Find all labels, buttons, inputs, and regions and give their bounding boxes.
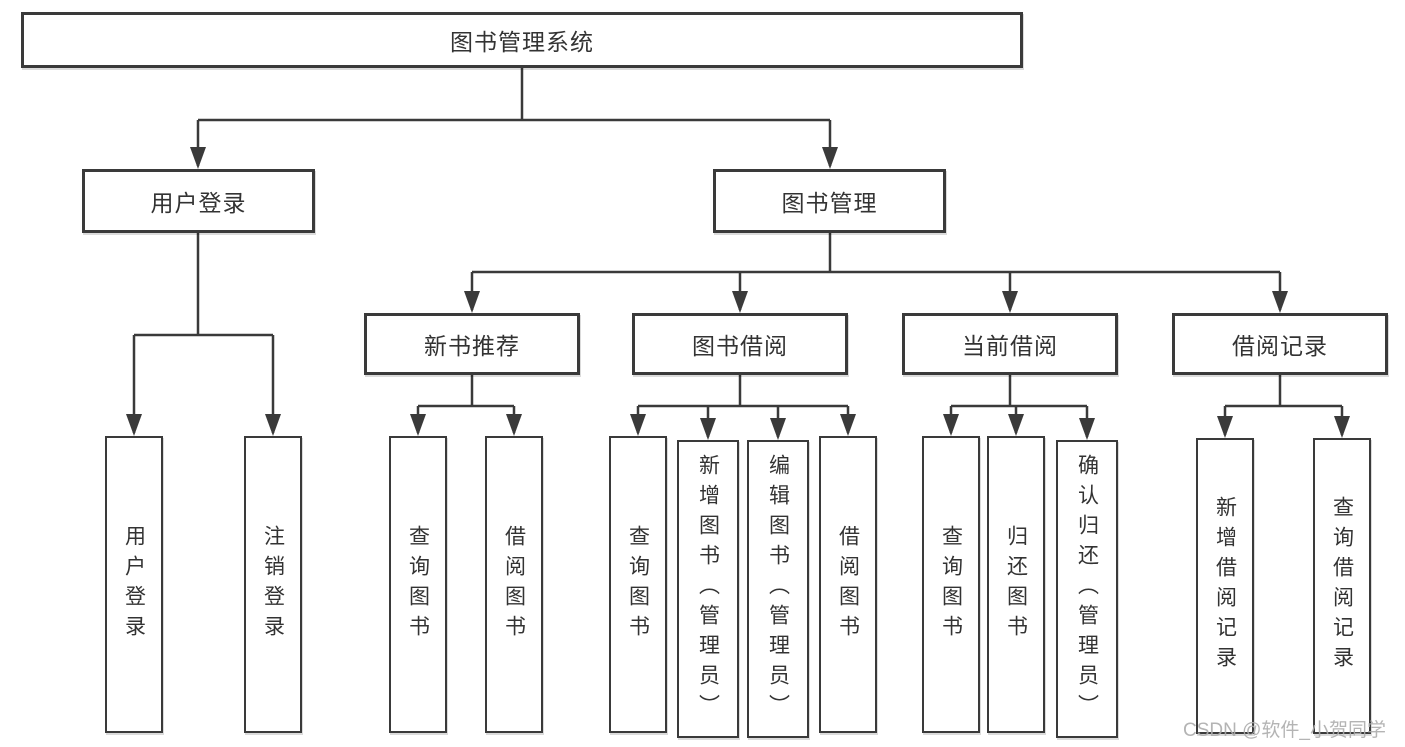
leaf-query-borrow-record-label: 查询借阅记录	[1330, 496, 1354, 676]
arrow-down-icon	[770, 418, 786, 440]
node-borrowing-records: 借阅记录	[1172, 313, 1388, 375]
leaf-add-borrow-record: 新增借阅记录	[1196, 438, 1254, 734]
node-new-book-recommendation-label: 新书推荐	[424, 333, 520, 359]
node-book-borrowing: 图书借阅	[632, 313, 848, 375]
leaf-add-book-admin-label: 新增图书（管理员）	[696, 454, 720, 724]
arrow-down-icon	[190, 147, 206, 169]
connector-book-borrowing	[636, 375, 850, 437]
leaf-logout-label: 注销登录	[261, 524, 285, 645]
arrow-down-icon	[822, 147, 838, 169]
arrow-down-icon	[700, 418, 716, 440]
connector-user-login	[132, 233, 275, 433]
arrow-down-icon	[1272, 291, 1288, 313]
node-current-borrowing: 当前借阅	[902, 313, 1118, 375]
arrow-down-icon	[1079, 418, 1095, 440]
node-book-borrowing-label: 图书借阅	[692, 333, 788, 359]
node-root: 图书管理系统	[21, 12, 1023, 68]
node-user-login: 用户登录	[82, 169, 315, 233]
leaf-query-books-recommend-label: 查询图书	[406, 524, 430, 645]
node-book-management-label: 图书管理	[781, 190, 878, 216]
leaf-borrow-books-borrowing-label: 借阅图书	[836, 524, 860, 645]
connector-root	[196, 68, 832, 166]
leaf-return-book-label: 归还图书	[1004, 524, 1028, 645]
connector-borrowing-records	[1223, 375, 1344, 435]
arrow-down-icon	[943, 414, 959, 436]
connector-new-book-recommendation	[416, 375, 516, 433]
leaf-confirm-return-admin: 确认归还（管理员）	[1056, 440, 1118, 738]
node-root-label: 图书管理系统	[450, 29, 594, 55]
leaf-query-books-borrowing-label: 查询图书	[626, 524, 650, 645]
leaf-query-borrow-record: 查询借阅记录	[1313, 438, 1371, 734]
csdn-watermark: CSDN @软件_小贺同学	[1183, 720, 1386, 741]
node-book-management: 图书管理	[713, 169, 946, 233]
leaf-confirm-return-admin-label: 确认归还（管理员）	[1075, 454, 1099, 724]
leaf-edit-book-admin: 编辑图书（管理员）	[747, 440, 809, 738]
arrow-down-icon	[126, 414, 142, 436]
node-current-borrowing-label: 当前借阅	[962, 333, 1058, 359]
leaf-borrow-books-recommend: 借阅图书	[485, 436, 543, 733]
leaf-edit-book-admin-label: 编辑图书（管理员）	[766, 454, 790, 724]
node-new-book-recommendation: 新书推荐	[364, 313, 580, 375]
leaf-logout: 注销登录	[244, 436, 302, 733]
leaf-add-borrow-record-label: 新增借阅记录	[1213, 496, 1237, 676]
node-user-login-label: 用户登录	[150, 190, 247, 216]
arrow-down-icon	[1008, 414, 1024, 436]
arrow-down-icon	[1217, 416, 1233, 438]
arrow-down-icon	[1002, 291, 1018, 313]
arrow-down-icon	[464, 291, 480, 313]
arrow-down-icon	[732, 291, 748, 313]
arrow-down-icon	[1334, 416, 1350, 438]
leaf-return-book: 归还图书	[987, 436, 1045, 733]
leaf-query-books-current: 查询图书	[922, 436, 980, 733]
node-borrowing-records-label: 借阅记录	[1232, 333, 1328, 359]
leaf-add-book-admin: 新增图书（管理员）	[677, 440, 739, 738]
leaf-user-login: 用户登录	[105, 436, 163, 733]
leaf-borrow-books-borrowing: 借阅图书	[819, 436, 877, 733]
leaf-query-books-recommend: 查询图书	[389, 436, 447, 733]
arrow-down-icon	[410, 414, 426, 436]
leaf-query-books-borrowing: 查询图书	[609, 436, 667, 733]
arrow-down-icon	[840, 414, 856, 436]
leaf-user-login-label: 用户登录	[122, 524, 146, 645]
connector-book-management	[470, 233, 1282, 310]
arrow-down-icon	[265, 414, 281, 436]
arrow-down-icon	[506, 414, 522, 436]
leaf-query-books-current-label: 查询图书	[939, 524, 963, 645]
leaf-borrow-books-recommend-label: 借阅图书	[502, 524, 526, 645]
arrow-down-icon	[630, 414, 646, 436]
